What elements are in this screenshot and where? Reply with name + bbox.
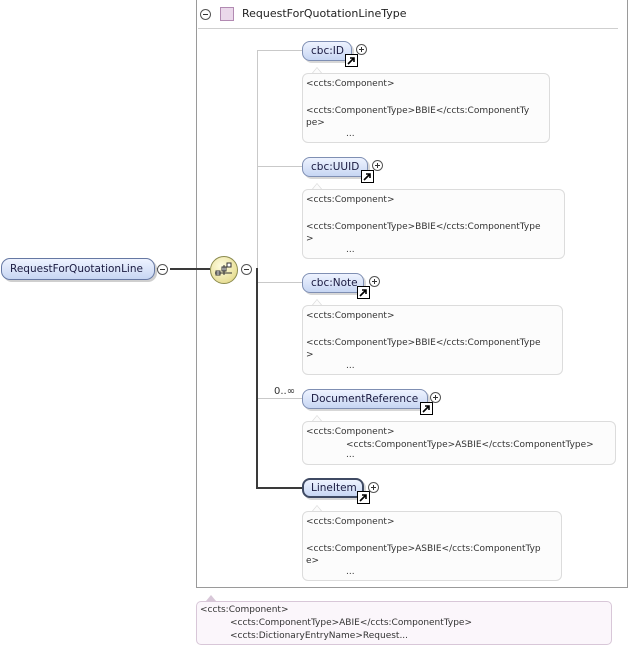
type-collapse-icon[interactable] xyxy=(200,9,211,20)
annotation-line: <ccts:ComponentType>ASBIE</ccts:Componen… xyxy=(306,543,541,554)
annotation-line: <ccts:ComponentType>BBIE</ccts:Component… xyxy=(306,221,541,232)
annotation-ellipsis: ... xyxy=(346,128,355,139)
annotation-pointer xyxy=(312,67,322,73)
annotation-line: <ccts:Component> xyxy=(306,517,395,527)
tree-trunk-line xyxy=(257,50,258,270)
annotation-document-reference: <ccts:Component> <ccts:ComponentType>ASB… xyxy=(302,421,616,465)
annotation-pointer xyxy=(312,183,322,189)
annotation-pointer xyxy=(312,415,322,421)
branch-line-item xyxy=(256,487,302,489)
sequence-compositor-icon[interactable] xyxy=(210,256,238,284)
expand-cbc-id-icon[interactable] xyxy=(356,44,367,55)
annotation-line: <ccts:ComponentType>BBIE</ccts:Component… xyxy=(306,337,541,348)
element-document-reference[interactable]: DocumentReference xyxy=(302,389,428,409)
expand-cbc-note-icon[interactable] xyxy=(369,276,380,287)
branch-note xyxy=(257,282,302,283)
branch-uuid xyxy=(257,166,302,167)
annotation-ellipsis: ... xyxy=(346,360,355,371)
complex-type-header xyxy=(198,2,618,29)
reference-arrow-icon xyxy=(357,286,370,299)
complex-type-icon xyxy=(220,7,234,21)
reference-arrow-icon xyxy=(420,402,433,415)
root-collapse-icon[interactable] xyxy=(157,264,168,275)
tree-required-trunk xyxy=(256,268,258,488)
root-to-sequence-line xyxy=(170,268,210,270)
annotation-line: > xyxy=(306,350,314,360)
element-cbc-uuid[interactable]: cbc:UUID xyxy=(302,157,368,177)
expand-document-reference-icon[interactable] xyxy=(430,392,441,403)
annotation-line: pe> xyxy=(306,118,325,128)
branch-id xyxy=(257,50,302,51)
root-element-request-for-quotation-line[interactable]: RequestForQuotationLine xyxy=(1,258,155,280)
annotation-line: <ccts:Component> xyxy=(200,605,289,615)
annotation-line-item: <ccts:Component> <ccts:ComponentType>ASB… xyxy=(302,511,562,581)
annotation-pointer xyxy=(206,595,216,601)
annotation-line: <ccts:ComponentType>ABIE</ccts:Component… xyxy=(230,618,473,628)
reference-arrow-icon xyxy=(361,170,374,183)
element-line-item[interactable]: LineItem xyxy=(302,478,364,498)
annotation-ellipsis: ... xyxy=(346,566,355,577)
branch-document-reference xyxy=(257,398,302,399)
annotation-line: <ccts:Component> xyxy=(306,79,395,89)
annotation-pointer xyxy=(312,299,322,305)
annotation-line: > xyxy=(306,234,314,244)
annotation-ellipsis: ... xyxy=(346,450,355,460)
annotation-line: <ccts:DictionaryEntryName>Request... xyxy=(230,631,409,641)
expand-cbc-uuid-icon[interactable] xyxy=(372,160,383,171)
annotation-line: <ccts:ComponentType>ASBIE</ccts:Componen… xyxy=(346,439,594,450)
annotation-line: <ccts:Component> xyxy=(306,195,395,205)
element-cbc-note[interactable]: cbc:Note xyxy=(302,273,364,293)
occurrence-label: 0..∞ xyxy=(274,386,296,397)
annotation-line: <ccts:Component> xyxy=(306,427,395,437)
annotation-line: e> xyxy=(306,556,320,566)
annotation-cbc-uuid: <ccts:Component> <ccts:ComponentType>BBI… xyxy=(302,189,565,259)
sequence-collapse-icon[interactable] xyxy=(241,264,252,275)
element-cbc-id[interactable]: cbc:ID xyxy=(302,41,352,61)
annotation-pointer xyxy=(312,505,322,511)
annotation-line: <ccts:ComponentType>BBIE</ccts:Component… xyxy=(306,105,530,116)
annotation-ellipsis: ... xyxy=(346,244,355,255)
reference-arrow-icon xyxy=(345,54,358,67)
annotation-line: <ccts:Component> xyxy=(306,311,395,321)
annotation-cbc-id: <ccts:Component> <ccts:ComponentType>BBI… xyxy=(302,73,550,143)
complex-type-title: RequestForQuotationLineType xyxy=(242,7,407,20)
annotation-cbc-note: <ccts:Component> <ccts:ComponentType>BBI… xyxy=(302,305,563,375)
annotation-root: <ccts:Component> <ccts:ComponentType>ABI… xyxy=(196,601,612,645)
reference-arrow-icon xyxy=(357,491,370,504)
expand-line-item-icon[interactable] xyxy=(368,482,379,493)
